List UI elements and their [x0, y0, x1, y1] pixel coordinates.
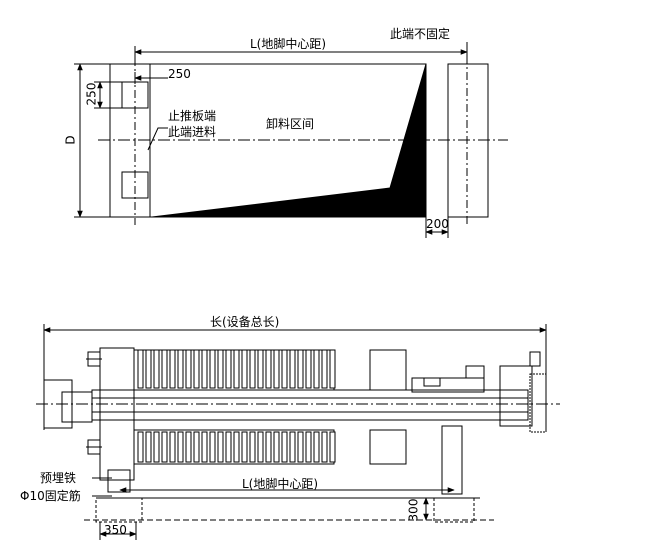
filter-plate — [233, 431, 240, 463]
filter-plate — [297, 431, 304, 463]
side-L-dimension-label: L(地脚中心距) — [242, 477, 319, 491]
filter-plate — [305, 349, 312, 389]
filter-plate — [217, 431, 224, 463]
unfixed-end-box — [447, 63, 489, 218]
filter-plate — [209, 349, 216, 389]
side-view-elevation — [36, 324, 560, 540]
top-L-dimension-label: L(地脚中心距) — [250, 37, 327, 51]
left-head-block — [43, 379, 73, 429]
filter-plate — [137, 349, 144, 389]
feed-end-label: 此端进料 — [168, 125, 217, 139]
dim-200-label: 200 — [426, 217, 449, 231]
filter-plate — [329, 349, 336, 389]
dim-300-label: 300 — [406, 498, 421, 522]
filter-plate — [145, 349, 152, 389]
filter-plate — [297, 349, 304, 389]
filter-plate — [201, 349, 208, 389]
filter-plate — [137, 431, 144, 463]
filter-plate — [177, 349, 184, 389]
filter-plate-slats — [137, 349, 336, 463]
filter-plate — [321, 431, 328, 463]
filter-plate — [305, 431, 312, 463]
filter-plate — [273, 349, 280, 389]
filter-plate — [273, 431, 280, 463]
filter-plate — [281, 431, 288, 463]
discharge-wedge — [151, 63, 427, 218]
filter-plate — [249, 349, 256, 389]
right-foundation — [433, 497, 475, 523]
filter-plate — [185, 431, 192, 463]
push-plate-end-label: 止推板端 — [168, 109, 217, 123]
dim-D-label: D — [63, 135, 78, 145]
left-foundation — [95, 497, 143, 523]
filter-plate — [241, 349, 248, 389]
rebar-label: Φ10固定筋 — [20, 489, 81, 503]
filter-plate — [249, 431, 256, 463]
filter-plate — [265, 431, 272, 463]
filter-plate — [193, 349, 200, 389]
filter-plate — [193, 431, 200, 463]
right-leg — [441, 425, 463, 495]
filter-plate — [153, 349, 160, 389]
filter-plate — [257, 431, 264, 463]
filter-plate — [161, 349, 168, 389]
filter-plate — [169, 349, 176, 389]
filter-plate — [321, 349, 328, 389]
filter-plate — [233, 349, 240, 389]
filter-plate — [225, 349, 232, 389]
dim-250-top: 250 — [168, 67, 191, 81]
filter-plate — [241, 431, 248, 463]
filter-plate — [225, 431, 232, 463]
dim-250-left: 250 — [84, 82, 99, 106]
filter-plate — [313, 431, 320, 463]
filter-plate — [265, 349, 272, 389]
fixed-end-label: 此端不固定 — [390, 27, 451, 41]
pressing-plate — [369, 349, 407, 391]
discharge-area-label: 卸料区间 — [266, 117, 315, 131]
embedded-iron-label: 预埋铁 — [40, 471, 77, 485]
top-view-plan — [74, 42, 508, 238]
filter-plate — [289, 349, 296, 389]
filter-plate — [209, 431, 216, 463]
filter-plate — [161, 431, 168, 463]
filter-plate — [185, 349, 192, 389]
filter-plate — [329, 431, 336, 463]
filter-plate — [145, 431, 152, 463]
filter-plate — [281, 349, 288, 389]
thrust-plate — [99, 347, 135, 481]
main-beam — [91, 389, 529, 421]
filter-plate — [169, 431, 176, 463]
hydraulic-cylinder — [411, 377, 485, 393]
filter-plate — [217, 349, 224, 389]
right-support-frame — [499, 365, 533, 427]
dim-350-label: 350 — [104, 523, 127, 537]
filter-plate — [153, 431, 160, 463]
filter-plate — [289, 431, 296, 463]
filter-plate — [177, 431, 184, 463]
filter-plate — [313, 349, 320, 389]
filter-plate — [201, 431, 208, 463]
filter-plate — [257, 349, 264, 389]
total-length-label: 长(设备总长) — [210, 315, 280, 329]
